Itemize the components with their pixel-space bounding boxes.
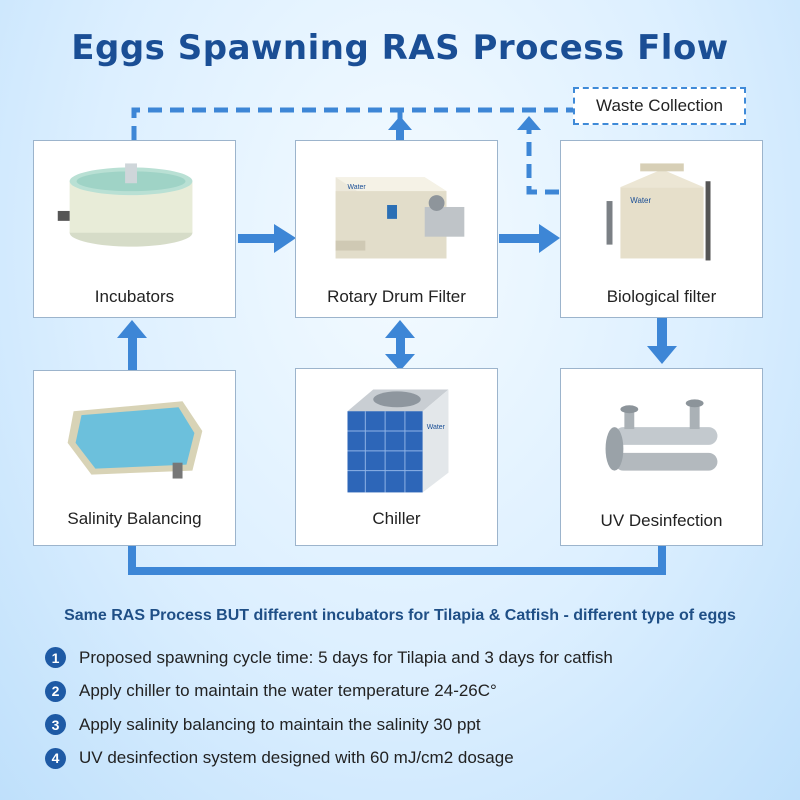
note-text: Apply salinity balancing to maintain the…	[79, 714, 481, 734]
incubators-label: Incubators	[94, 287, 175, 306]
drum-brand-mark: Water	[347, 184, 366, 191]
note-text: Proposed spawning cycle time: 5 days for…	[79, 647, 613, 667]
arrow-drum-chiller	[385, 320, 415, 371]
node-rotary-drum-filter: Water Rotary Drum Filter	[295, 140, 498, 318]
number-badge: 3	[45, 714, 66, 736]
arrow-bio-to-waste	[517, 116, 541, 130]
drum-filter-image: Water	[335, 177, 465, 259]
chiller-image: Water	[347, 389, 449, 493]
number-badge: 4	[45, 747, 66, 769]
list-item: 1 Proposed spawning cycle time: 5 days f…	[45, 641, 785, 675]
note-text: Apply chiller to maintain the water temp…	[79, 681, 497, 701]
return-line	[128, 546, 666, 575]
number-badge: 1	[45, 647, 66, 669]
list-item: 3 Apply salinity balancing to maintain t…	[45, 708, 785, 742]
chiller-brand-mark: Water	[427, 424, 446, 431]
node-incubators: Incubators	[33, 140, 236, 318]
salinity-pool-image	[67, 401, 203, 479]
summary-heading: Same RAS Process BUT different incubator…	[64, 607, 736, 624]
node-uv-desinfection: UV Desinfection	[560, 368, 763, 546]
node-biological-filter: Water Biological filter	[560, 140, 763, 318]
list-item: 2 Apply chiller to maintain the water te…	[45, 675, 785, 709]
node-chiller: Water Chiller	[295, 368, 498, 546]
arrow-salinity-to-incubators	[117, 320, 147, 370]
bio-filter-image: Water	[606, 163, 711, 261]
incubator-tank-image	[57, 163, 193, 247]
bio-brand-mark: Water	[630, 196, 651, 205]
node-salinity-balancing: Salinity Balancing	[33, 370, 236, 546]
number-badge: 2	[45, 680, 66, 702]
arrow-incubators-to-drum	[238, 224, 296, 253]
flow-connectors	[117, 107, 677, 575]
waste-collection-box: Waste Collection	[573, 87, 746, 125]
arrow-drum-to-waste	[388, 116, 412, 140]
rotary-drum-filter-label: Rotary Drum Filter	[327, 287, 466, 306]
arrow-bio-to-uv	[647, 318, 677, 364]
uv-desinfection-label: UV Desinfection	[600, 511, 723, 530]
chiller-label: Chiller	[372, 509, 421, 528]
list-item: 4 UV desinfection system designed with 6…	[45, 742, 785, 776]
uv-unit-image	[605, 399, 718, 471]
notes-list: 1 Proposed spawning cycle time: 5 days f…	[45, 641, 785, 775]
salinity-balancing-label: Salinity Balancing	[67, 509, 202, 528]
arrow-drum-to-bio	[499, 224, 560, 253]
biological-filter-label: Biological filter	[606, 287, 717, 306]
note-text: UV desinfection system designed with 60 …	[79, 748, 514, 768]
page-title: Eggs Spawning RAS Process Flow	[71, 28, 729, 68]
